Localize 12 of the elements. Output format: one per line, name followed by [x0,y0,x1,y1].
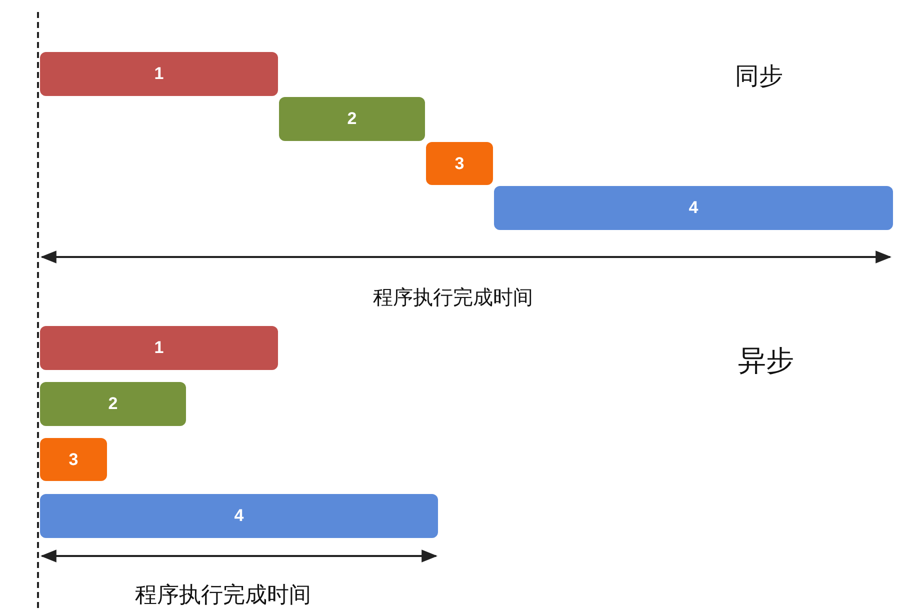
task-bar: 3 [426,142,493,185]
mode-label: 异步 [738,343,794,379]
task-bar: 2 [40,382,186,426]
task-bar: 1 [40,326,278,370]
task-bar: 4 [494,186,893,230]
task-bar: 1 [40,52,278,96]
axis-caption: 程序执行完成时间 [135,582,311,610]
mode-label: 同步 [735,61,783,92]
task-bar: 2 [279,97,425,141]
task-bar: 4 [40,494,438,538]
axis-caption: 程序执行完成时间 [373,284,533,311]
task-bar: 3 [40,438,107,481]
